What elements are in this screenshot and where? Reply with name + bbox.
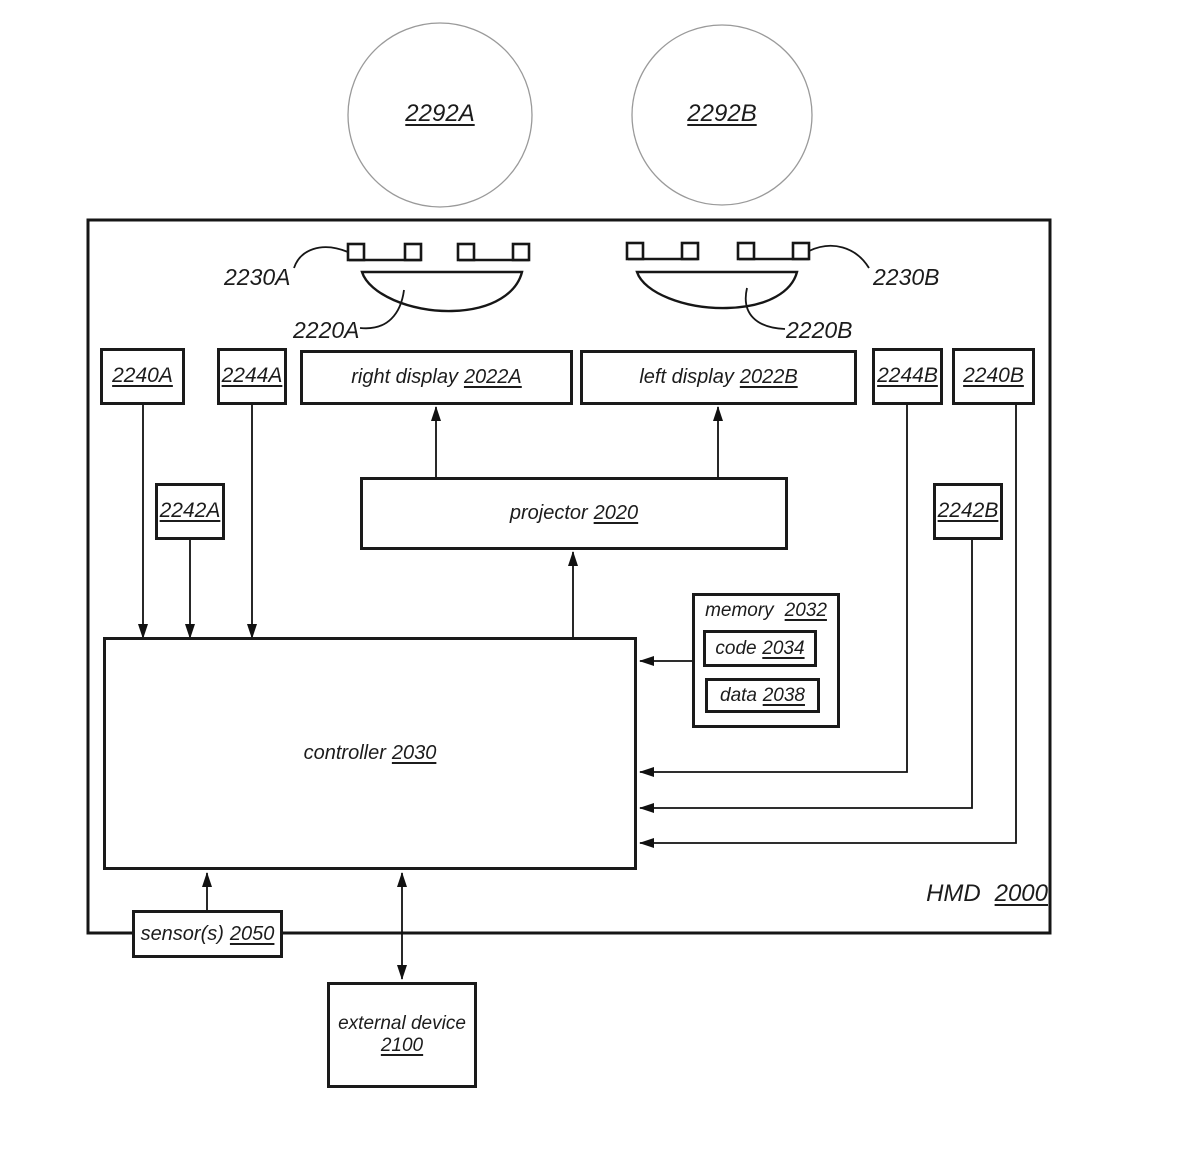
eye-label-right: 2292B bbox=[687, 100, 757, 127]
emitters-right bbox=[625, 241, 811, 261]
data-ref: 2038 bbox=[762, 684, 805, 706]
right-display-box: right display 2022A bbox=[300, 350, 573, 405]
emitter-square bbox=[791, 241, 811, 261]
box-2244a-label: 2244A bbox=[221, 364, 283, 388]
external-device-ref: 2100 bbox=[380, 1035, 424, 1056]
label-2220a: 2220A bbox=[293, 317, 360, 343]
emitter-square bbox=[680, 241, 700, 261]
data-box: data 2038 bbox=[705, 678, 820, 713]
right-display-ref: 2022A bbox=[463, 366, 522, 388]
box-2244a: 2244A bbox=[217, 348, 287, 405]
memory-ref: 2032 bbox=[784, 600, 827, 621]
box-2240a-label: 2240A bbox=[112, 364, 173, 388]
hmd-label: HMD bbox=[926, 880, 981, 907]
emitter-square bbox=[625, 241, 645, 261]
external-device-box: external device 2100 bbox=[327, 982, 477, 1088]
arrow-2244b-to-controller bbox=[639, 405, 908, 777]
leader-2220b bbox=[744, 287, 786, 330]
box-2240b: 2240B bbox=[952, 348, 1035, 405]
box-2242b-label: 2242B bbox=[937, 499, 999, 523]
emitter-square bbox=[456, 242, 476, 262]
sensors-ref: 2050 bbox=[229, 922, 275, 945]
sensors-box: sensor(s) 2050 bbox=[132, 910, 283, 958]
projector-label: projector bbox=[509, 502, 588, 524]
code-label: code bbox=[715, 637, 757, 659]
emitters-left bbox=[346, 242, 531, 262]
label-2220b: 2220B bbox=[786, 317, 853, 343]
arrow-2240b-to-controller bbox=[639, 403, 1017, 848]
leader-2230b bbox=[808, 244, 870, 269]
emitter-square bbox=[511, 242, 531, 262]
left-display-box: left display 2022B bbox=[580, 350, 857, 405]
label-2230a: 2230A bbox=[224, 264, 291, 290]
hmd-ref: 2000 bbox=[994, 880, 1048, 907]
emitter-square bbox=[736, 241, 756, 261]
sensors-label: sensor(s) bbox=[140, 922, 224, 945]
memory-title: memory 2032 bbox=[692, 600, 840, 622]
leader-2230a bbox=[293, 246, 349, 269]
controller-ref: 2030 bbox=[391, 742, 437, 764]
box-2242a-label: 2242A bbox=[159, 499, 221, 523]
controller-label: controller bbox=[303, 742, 386, 764]
code-ref: 2034 bbox=[762, 637, 805, 659]
right-display-label: right display bbox=[351, 366, 458, 388]
hmd-enclosure-box bbox=[86, 218, 1052, 935]
code-box: code 2034 bbox=[703, 630, 817, 667]
box-2244b: 2244B bbox=[872, 348, 943, 405]
label-2230b: 2230B bbox=[873, 264, 940, 290]
external-device-label: external device bbox=[338, 1013, 466, 1035]
hmd-caption: HMD 2000 bbox=[888, 880, 1048, 908]
box-2240b-label: 2240B bbox=[963, 364, 1024, 388]
box-2240a: 2240A bbox=[100, 348, 185, 405]
box-2244b-label: 2244B bbox=[877, 364, 938, 388]
box-2242a: 2242A bbox=[155, 483, 225, 540]
eye-circle-left bbox=[347, 22, 533, 208]
eye-label-left: 2292A bbox=[405, 100, 475, 127]
data-label: data bbox=[720, 684, 757, 706]
controller-box: controller 2030 bbox=[103, 637, 637, 870]
lens-left bbox=[360, 270, 524, 313]
lens-right bbox=[635, 270, 799, 310]
projector-box: projector 2020 bbox=[360, 477, 788, 550]
box-2242b: 2242B bbox=[933, 483, 1003, 540]
emitter-square bbox=[346, 242, 366, 262]
arrow-2242b-to-controller bbox=[639, 540, 973, 813]
left-display-label: left display bbox=[639, 366, 734, 388]
projector-ref: 2020 bbox=[593, 502, 639, 524]
eye-circle-right bbox=[631, 24, 813, 206]
emitter-square bbox=[403, 242, 423, 262]
memory-label: memory bbox=[705, 600, 774, 621]
left-display-ref: 2022B bbox=[739, 366, 798, 388]
leader-2220a bbox=[359, 289, 405, 330]
